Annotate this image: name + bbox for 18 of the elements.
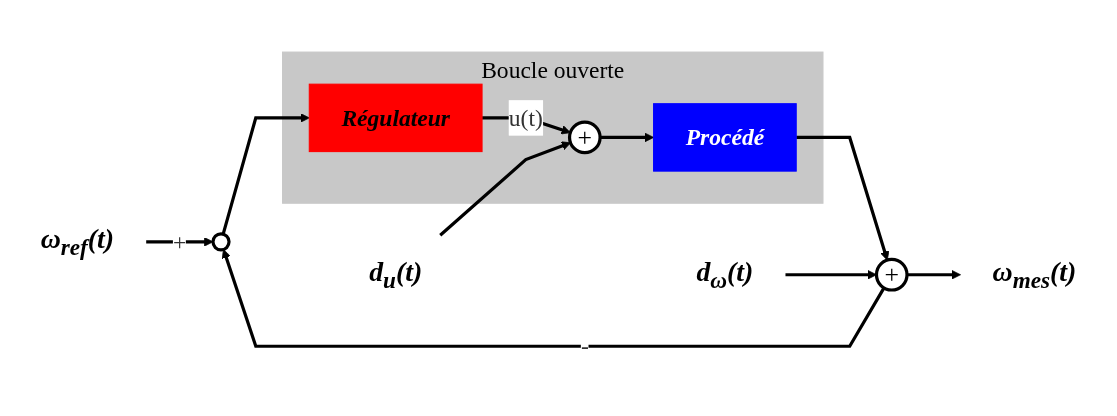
arrow [600, 132, 654, 143]
arrow [796, 135, 890, 261]
node-box: Régulateur [308, 83, 483, 153]
node-box: Procédé [653, 103, 797, 172]
edge-label: - [580, 332, 589, 360]
edge-label: + [172, 228, 187, 256]
edge-label: u(t) [508, 104, 543, 132]
node-circle: + [567, 120, 602, 155]
node-text: ω$_{mes}$(t) [992, 256, 1077, 294]
node-text: ω$_{ref}$(t) [40, 223, 115, 261]
arrow [221, 113, 310, 235]
node-text: d$_{u}$(t) [369, 256, 423, 294]
arrow [221, 249, 886, 348]
node-circle [211, 232, 231, 252]
arrow [907, 270, 961, 280]
node-text: d$_{ω}$(t) [696, 256, 754, 294]
arrow [439, 141, 571, 237]
node-circle: + [874, 257, 909, 292]
